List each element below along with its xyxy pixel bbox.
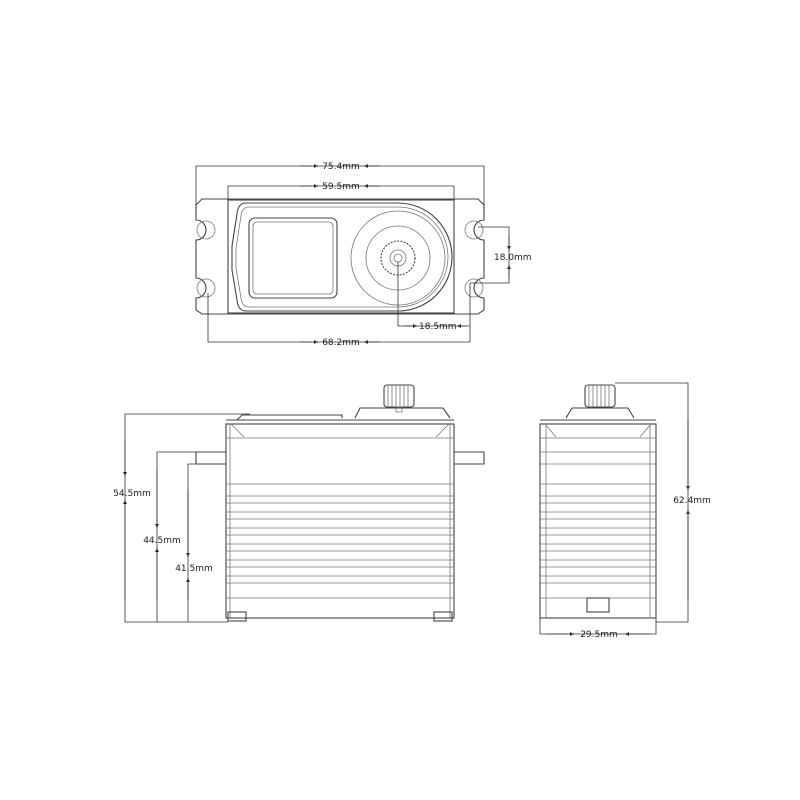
end-view [539, 384, 657, 619]
dim-shaft-offset: 18.5mm [419, 322, 457, 332]
mounting-flange [195, 451, 485, 465]
side-view [195, 384, 485, 622]
foot [227, 611, 247, 622]
dim-body-width: 29.5mm [580, 630, 618, 640]
top-view [195, 198, 485, 315]
case-body [225, 423, 455, 619]
foot [433, 611, 453, 622]
top-cover [231, 202, 453, 312]
mount-hole [196, 220, 216, 240]
cable-exit [586, 597, 610, 613]
end-dimensions [539, 382, 690, 636]
dim-height-top: 54.5mm [113, 489, 151, 499]
side-dimensions [123, 413, 250, 623]
dim-hole-spacing-width: 18.0mm [494, 253, 532, 263]
mount-hole [196, 278, 216, 298]
top-dimensions [195, 164, 511, 344]
mounting-flange [195, 198, 485, 315]
dim-hole-spacing-length: 68.2mm [322, 338, 360, 348]
dim-height-flange-top: 44.5mm [143, 536, 181, 546]
cooling-fins [226, 483, 454, 599]
output-spline [584, 384, 616, 408]
output-spline [383, 384, 415, 408]
dim-height-flange-bottom: 41.5mm [175, 564, 213, 574]
case-body [539, 423, 657, 619]
mount-hole [464, 278, 484, 298]
label-window [248, 217, 338, 299]
dim-body-length: 59.5mm [322, 182, 360, 192]
case-body [227, 199, 455, 314]
dim-overall-length: 75.4mm [322, 162, 360, 172]
cooling-fins [540, 483, 656, 599]
mount-hole [464, 220, 484, 240]
dim-height-spline: 62.4mm [673, 496, 711, 506]
